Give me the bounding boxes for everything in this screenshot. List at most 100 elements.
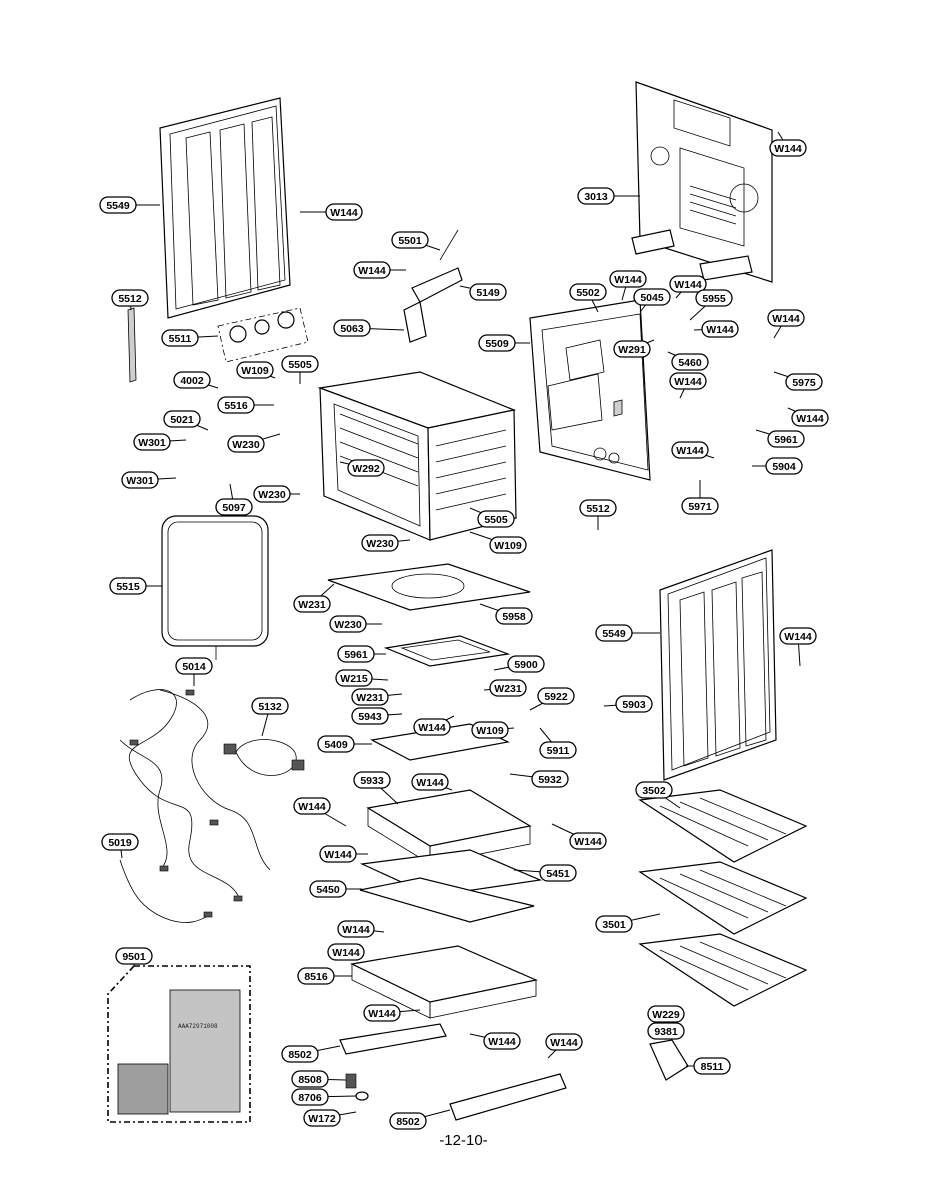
callout-part-number: 5903 xyxy=(622,699,646,711)
callout-9501: 9501 xyxy=(115,947,153,966)
callout-part-number: 5511 xyxy=(169,333,192,345)
callout-part-number: W230 xyxy=(334,619,362,631)
door-gasket xyxy=(161,515,269,660)
left-trim-strip xyxy=(127,307,137,383)
callout-bubble xyxy=(391,231,429,249)
callout-part-number: 8502 xyxy=(396,1116,420,1128)
callout-bubble xyxy=(317,735,355,753)
callout-bubble xyxy=(333,319,371,337)
callout-bubble xyxy=(389,1112,427,1130)
callout-part-number: 5450 xyxy=(316,884,340,896)
callout-part-number: 5516 xyxy=(224,400,248,412)
callout-part-number: W230 xyxy=(232,439,260,451)
callout-w230d: W230 xyxy=(329,615,382,633)
callout-5958: 5958 xyxy=(479,603,533,625)
callout-part-number: W144 xyxy=(784,631,812,643)
callout-part-number: W144 xyxy=(676,445,704,457)
callout-part-number: W144 xyxy=(330,207,358,219)
callout-w144e: W144 xyxy=(669,275,707,299)
callout-part-number: 5955 xyxy=(702,293,726,305)
callout-part-number: W109 xyxy=(241,365,269,377)
callout-5961b: 5961 xyxy=(337,645,386,663)
callout-8502a: 8502 xyxy=(281,1045,341,1063)
callout-bubble xyxy=(633,288,671,306)
callout-part-number: 3502 xyxy=(642,785,666,797)
callout-bubble xyxy=(115,947,153,965)
callout-bubble xyxy=(569,283,607,301)
callout-part-number: 5900 xyxy=(514,659,538,671)
callout-w301b: W301 xyxy=(121,471,177,489)
callout-bubble xyxy=(495,607,533,625)
callout-part-number: 5460 xyxy=(678,357,702,369)
callout-bubble xyxy=(595,915,633,933)
callout-w301a: W301 xyxy=(133,433,187,451)
callout-bubble xyxy=(329,615,367,633)
support-plate xyxy=(327,563,531,611)
callout-w109a: W109 xyxy=(236,361,276,379)
callout-5021: 5021 xyxy=(163,410,209,431)
callout-part-number: W109 xyxy=(494,540,522,552)
callout-5549a: 5549 xyxy=(99,196,160,214)
callout-part-number: 5971 xyxy=(688,501,712,513)
callout-part-number: W144 xyxy=(796,413,824,425)
callout-part-number: W144 xyxy=(416,777,444,789)
callout-bubble xyxy=(539,864,577,882)
callout-bubble xyxy=(471,721,509,739)
callout-bubble xyxy=(111,289,149,307)
callout-bubble xyxy=(173,371,211,389)
callout-part-number: 5933 xyxy=(360,775,384,787)
callout-bubble xyxy=(413,718,451,736)
callout-3013: 3013 xyxy=(577,187,640,205)
lamp-assembly xyxy=(217,307,309,363)
callout-w230b: W230 xyxy=(253,485,300,503)
callout-w292: W292 xyxy=(339,459,385,477)
callout-bubble xyxy=(215,498,253,516)
callout-bubble xyxy=(325,203,363,221)
callout-bubble xyxy=(635,781,673,799)
callout-bubble xyxy=(319,845,357,863)
callout-5450: 5450 xyxy=(309,880,362,898)
callout-5063: 5063 xyxy=(333,319,405,337)
callout-part-number: W144 xyxy=(332,947,360,959)
rear-panel xyxy=(631,81,773,283)
callout-bubble xyxy=(293,595,331,613)
callout-8502b: 8502 xyxy=(389,1109,451,1130)
callout-w144p: W144 xyxy=(319,845,368,863)
callout-w144h: W144 xyxy=(669,372,707,399)
callout-w230a: W230 xyxy=(227,433,281,453)
callout-part-number: 5512 xyxy=(586,503,610,515)
callout-part-number: W291 xyxy=(618,344,646,356)
callout-bubble xyxy=(109,577,147,595)
callout-bubble xyxy=(236,361,274,379)
callout-w144m: W144 xyxy=(411,773,453,791)
callout-w229: W229 xyxy=(647,1005,685,1023)
callout-part-number: 5975 xyxy=(792,377,816,389)
callout-8516: 8516 xyxy=(297,967,352,985)
callout-9381: 9381 xyxy=(647,1022,685,1040)
callout-5516: 5516 xyxy=(217,396,274,414)
callout-bubble xyxy=(303,1109,341,1127)
callout-part-number: W144 xyxy=(706,324,734,336)
callout-bubble xyxy=(469,283,507,301)
callout-part-number: 5409 xyxy=(324,739,348,751)
callout-bubble xyxy=(353,771,391,789)
callout-5014: 5014 xyxy=(175,657,213,686)
callout-bubble xyxy=(579,499,617,517)
callout-part-number: W144 xyxy=(324,849,352,861)
callout-bubble xyxy=(791,409,829,427)
callout-5903: 5903 xyxy=(603,695,653,713)
callout-part-number: 5932 xyxy=(538,774,562,786)
control-housing xyxy=(529,299,651,481)
callout-part-number: W231 xyxy=(494,683,522,695)
callout-5451: 5451 xyxy=(513,864,577,882)
callout-bubble xyxy=(769,139,807,157)
callout-bubble xyxy=(353,261,391,279)
callout-part-number: 5063 xyxy=(340,323,364,335)
callout-part-number: 5149 xyxy=(476,287,500,299)
callout-part-number: 5512 xyxy=(118,293,142,305)
callout-w144t: W144 xyxy=(469,1032,521,1050)
callout-5460: 5460 xyxy=(667,351,709,371)
callout-bubble xyxy=(217,396,255,414)
callout-part-number: 4002 xyxy=(180,375,204,387)
callout-part-number: W231 xyxy=(298,599,326,611)
